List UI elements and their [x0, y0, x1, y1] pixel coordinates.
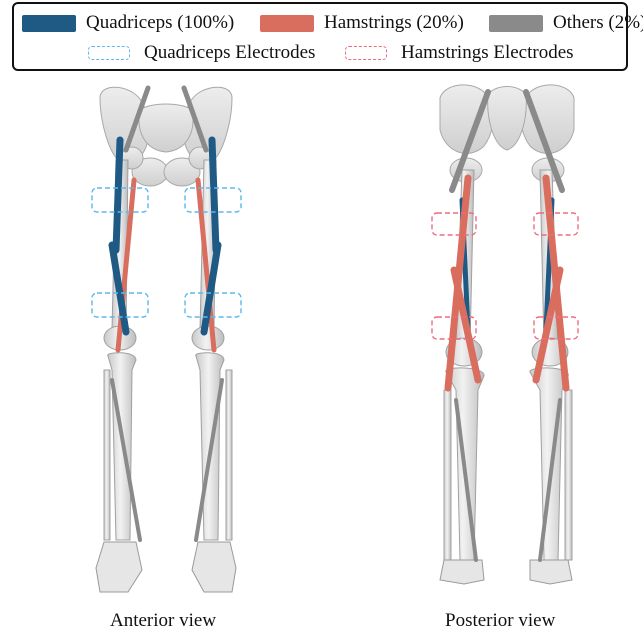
- anterior-view-label: Anterior view: [110, 610, 216, 632]
- posterior-view-label: Posterior view: [445, 610, 555, 632]
- anterior-skeleton: [92, 87, 241, 592]
- posterior-feet: [440, 560, 572, 584]
- posterior-skeleton: [432, 85, 578, 584]
- anterior-feet: [96, 542, 236, 592]
- anterior-hamstrings: [118, 180, 214, 350]
